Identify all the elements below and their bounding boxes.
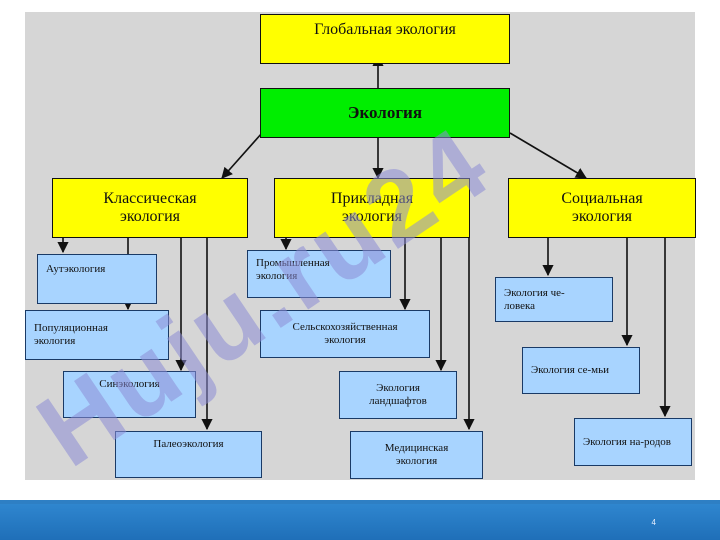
synecology-box: Синэкология	[63, 371, 196, 418]
arrow-ecology-to-classical	[221, 132, 263, 179]
family-ecology-box: Экология се-мьи	[522, 347, 640, 394]
landscape-ecology-box: Экология ландшафтов	[339, 371, 457, 419]
arrow-ecology-to-social	[509, 132, 587, 179]
industrial-ecology-box: Промышленная экология	[247, 250, 391, 298]
global-ecology-box: Глобальная экология	[260, 14, 510, 64]
autecology-box: Аутэкология	[37, 254, 157, 304]
footer-accent-line	[0, 500, 720, 504]
paleoecology-box: Палеоэкология	[115, 431, 262, 478]
ecology-box: Экология	[260, 88, 510, 138]
peoples-ecology-box: Экология на-родов	[574, 418, 692, 466]
page-number: 4	[651, 518, 656, 527]
applied-ecology-box: Прикладная экология	[274, 178, 470, 238]
slide-footer: 4	[0, 504, 720, 540]
social-ecology-box: Социальная экология	[508, 178, 696, 238]
human-ecology-box: Экология че-ловека	[495, 277, 613, 322]
medical-ecology-box: Медицинская экология	[350, 431, 483, 479]
population-ecology-box: Популяционная экология	[25, 310, 169, 360]
agricultural-ecology-box: Сельскохозяйственная экология	[260, 310, 430, 358]
classical-ecology-box: Классическая экология	[52, 178, 248, 238]
